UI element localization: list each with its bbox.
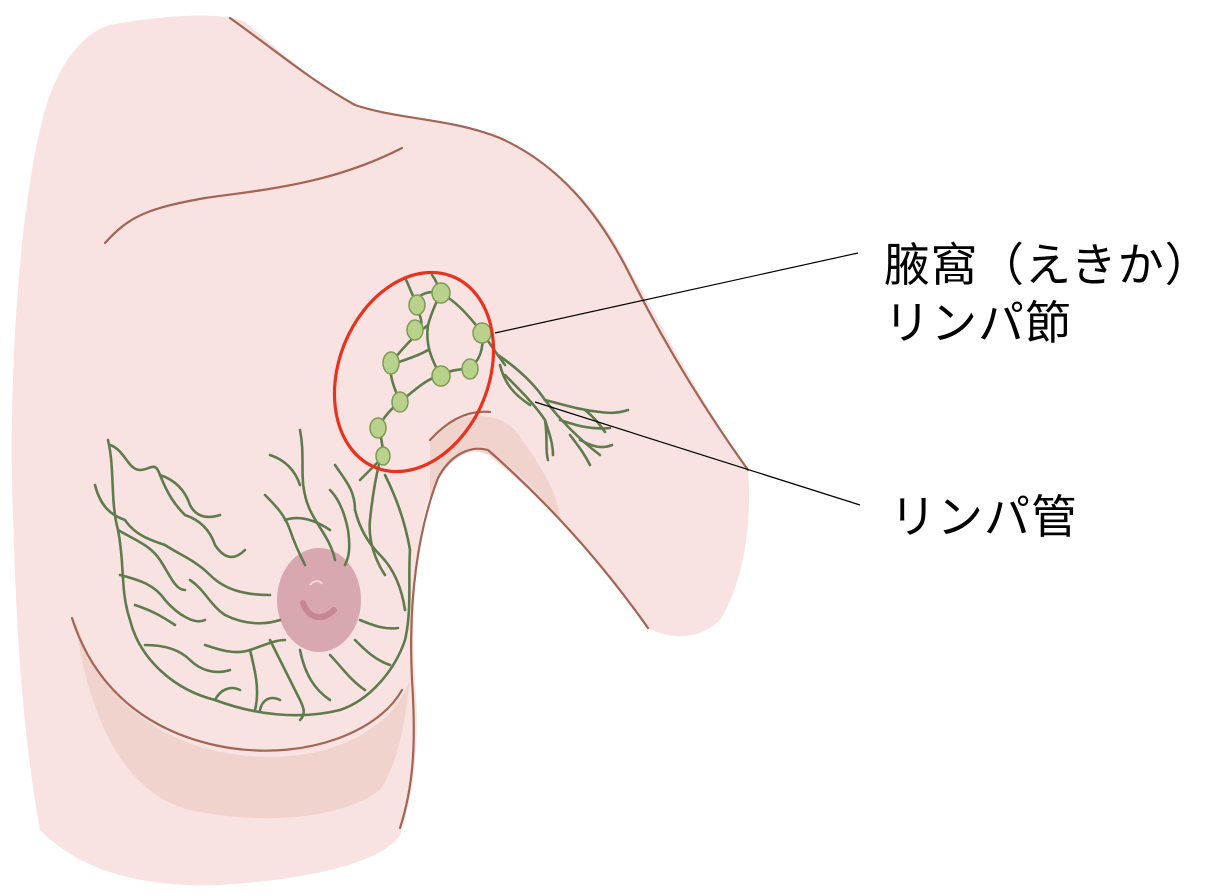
axillary-lymph-node-label: 腋窩（えきか） リンパ節	[884, 236, 1212, 352]
axillary-label-line2: リンパ節	[884, 294, 1212, 352]
lymph-node	[409, 295, 425, 315]
lymph-vessel-label: リンパ管	[890, 488, 1078, 546]
axillary-label-line1: 腋窩（えきか）	[884, 236, 1212, 294]
lymph-node	[462, 359, 478, 379]
lymph-node	[370, 418, 386, 438]
lymph-node	[383, 352, 399, 374]
lymph-node	[473, 323, 491, 343]
lymph-vessel-label-text: リンパ管	[890, 488, 1078, 546]
lymph-node	[407, 320, 423, 340]
lymph-node	[376, 447, 390, 465]
lymph-node	[432, 283, 450, 303]
lymph-node	[392, 392, 408, 412]
areola	[277, 548, 361, 652]
lymph-node	[432, 366, 450, 386]
